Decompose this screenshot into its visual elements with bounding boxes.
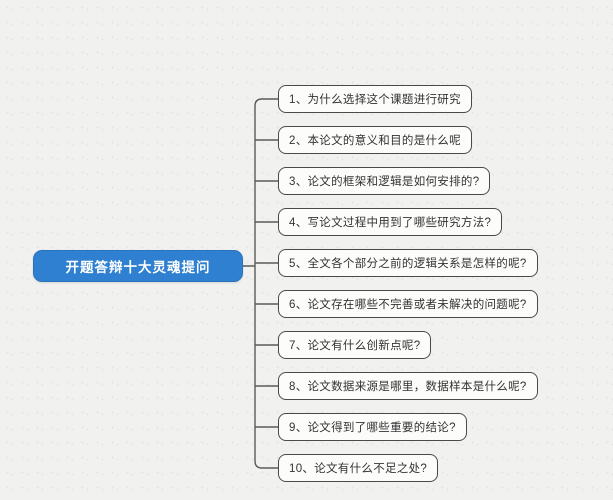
branch-node[interactable]: 7、论文有什么创新点呢? [278, 331, 432, 359]
root-node[interactable]: 开题答辩十大灵魂提问 [33, 250, 243, 282]
branch-node[interactable]: 2、本论文的意义和目的是什么呢 [278, 126, 472, 154]
branch-node-label: 4、写论文过程中用到了哪些研究方法? [289, 217, 492, 229]
branch-node[interactable]: 3、论文的框架和逻辑是如何安排的? [278, 167, 491, 195]
root-node-label: 开题答辩十大灵魂提问 [65, 260, 211, 275]
branch-node-label: 6、论文存在哪些不完善或者未解决的问题呢? [289, 299, 527, 311]
branch-list: 1、为什么选择这个课题进行研究 2、本论文的意义和目的是什么呢 3、论文的框架和… [278, 85, 538, 482]
branch-node[interactable]: 9、论文得到了哪些重要的结论? [278, 413, 467, 441]
branch-node-label: 2、本论文的意义和目的是什么呢 [289, 135, 461, 147]
branch-node[interactable]: 10、论文有什么不足之处? [278, 454, 439, 482]
branch-node[interactable]: 1、为什么选择这个课题进行研究 [278, 85, 472, 113]
branch-node-label: 5、全文各个部分之前的逻辑关系是怎样的呢? [289, 258, 527, 270]
branch-node-label: 1、为什么选择这个课题进行研究 [289, 94, 461, 106]
branch-node-label: 10、论文有什么不足之处? [289, 463, 428, 475]
branch-node-label: 8、论文数据来源是哪里，数据样本是什么呢? [289, 381, 527, 393]
branch-node[interactable]: 5、全文各个部分之前的逻辑关系是怎样的呢? [278, 249, 538, 277]
branch-node-label: 3、论文的框架和逻辑是如何安排的? [289, 176, 480, 188]
branch-node[interactable]: 6、论文存在哪些不完善或者未解决的问题呢? [278, 290, 538, 318]
branch-node-label: 9、论文得到了哪些重要的结论? [289, 422, 456, 434]
branch-node-label: 7、论文有什么创新点呢? [289, 340, 421, 352]
branch-node[interactable]: 4、写论文过程中用到了哪些研究方法? [278, 208, 503, 236]
branch-node[interactable]: 8、论文数据来源是哪里，数据样本是什么呢? [278, 372, 538, 400]
